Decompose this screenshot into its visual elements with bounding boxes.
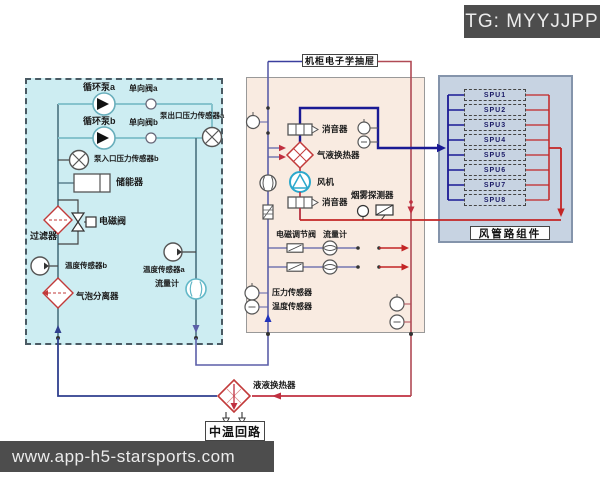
temp-sensor-label: 温度传感器 [272, 302, 312, 311]
inlet-pressure-label: 泵入口压力传感器b [94, 154, 159, 163]
regulating-valve-label: 电磁调节阀 [276, 230, 316, 239]
liquid-liquid-hx-label: 液液换热器 [253, 380, 296, 390]
outlet-pressure-label: 泵出口压力传感器a [160, 111, 225, 120]
mid-temp-loop-box: 中温回路 [205, 421, 265, 441]
flow-meter-label: 流量计 [155, 279, 179, 288]
pressure-sensor-label: 压力传感器 [272, 288, 312, 297]
filter-label: 过滤器 [30, 231, 58, 241]
accumulator-label: 储能器 [116, 177, 144, 187]
spu-unit-2: SPU2 [464, 104, 526, 116]
solenoid-valve-label: 电磁阀 [99, 216, 127, 226]
air-duct-title-box: 风管路组件 [470, 226, 550, 240]
spu-unit-7: SPU7 [464, 179, 526, 191]
check-valve-a-label: 单向阀a [129, 84, 158, 93]
liquid-liquid-hx-symbol [216, 378, 252, 425]
spu-unit-4: SPU4 [464, 134, 526, 146]
fan-label: 风机 [317, 177, 335, 187]
spu-unit-8: SPU8 [464, 194, 526, 206]
spu-unit-3: SPU3 [464, 119, 526, 131]
temp-sensor-a-label: 温度传感器a [143, 265, 185, 274]
tg-watermark-badge: TG: MYYJJPP [464, 5, 600, 38]
spu-unit-6: SPU6 [464, 164, 526, 176]
pump-b-label: 循环泵b [83, 116, 116, 126]
temp-sensor-b-label: 温度传感器b [65, 261, 108, 270]
site-watermark: www.app-h5-starsports.com [0, 441, 274, 472]
bubble-separator-label: 气泡分离器 [76, 291, 119, 301]
drawer-title-box: 机柜电子学抽屉 [302, 54, 378, 67]
pump-a-label: 循环泵a [83, 82, 116, 92]
smoke-detector-label: 烟雾探测器 [351, 190, 394, 200]
gas-liquid-hx-label: 气液换热器 [317, 150, 360, 160]
spu-unit-1: SPU1 [464, 89, 526, 101]
flow-meter-2-label: 流量计 [323, 230, 347, 239]
muffler1-label: 消音器 [322, 124, 348, 134]
muffler2-label: 消音器 [322, 197, 348, 207]
spu-unit-5: SPU5 [464, 149, 526, 161]
check-valve-b-label: 单向阀b [129, 118, 158, 127]
